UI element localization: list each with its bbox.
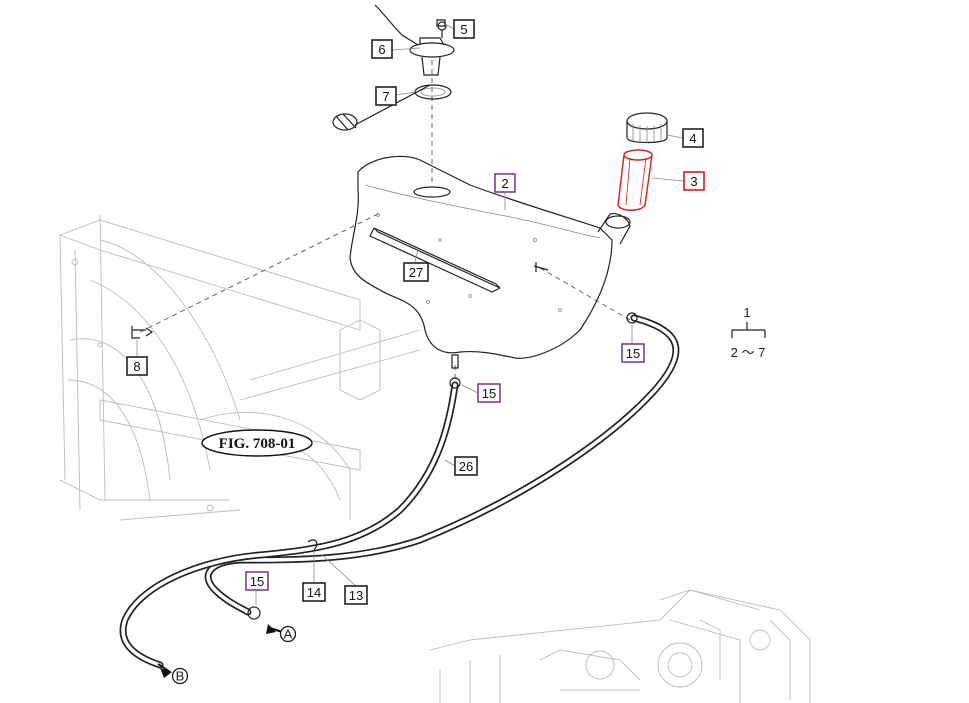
connector-b-label: B bbox=[176, 669, 185, 684]
svg-text:6: 6 bbox=[378, 42, 385, 57]
group-note: 1 2 ～ 7 bbox=[731, 305, 766, 360]
fuel-sender-unit bbox=[332, 4, 455, 131]
fuel-tank bbox=[349, 155, 631, 369]
connector-a: A bbox=[266, 624, 297, 643]
svg-text:4: 4 bbox=[689, 131, 696, 146]
svg-text:13: 13 bbox=[349, 588, 363, 603]
fuel-hoses bbox=[119, 312, 680, 669]
callout-6: 6 bbox=[371, 39, 393, 59]
svg-text:26: 26 bbox=[459, 459, 473, 474]
callout-26: 26 bbox=[454, 456, 478, 476]
callout-27: 27 bbox=[403, 262, 429, 282]
callout-14: 14 bbox=[302, 582, 326, 602]
svg-text:15: 15 bbox=[482, 386, 496, 401]
connector-b: B bbox=[157, 663, 189, 685]
svg-text:5: 5 bbox=[460, 22, 467, 37]
callout-13: 13 bbox=[344, 585, 368, 605]
mounting-bolt bbox=[131, 326, 154, 339]
svg-text:15: 15 bbox=[250, 574, 264, 589]
guide-lines bbox=[139, 60, 631, 380]
callout-2: 2 bbox=[494, 173, 516, 193]
svg-text:3: 3 bbox=[690, 174, 697, 189]
sender-screw bbox=[436, 19, 446, 27]
callout-15-outlet: 15 bbox=[621, 343, 645, 363]
callout-5: 5 bbox=[453, 19, 475, 39]
fuel-strainer bbox=[617, 149, 653, 211]
figure-label: FIG. 708-01 bbox=[201, 429, 313, 457]
group-note-number: 1 bbox=[743, 305, 750, 320]
chassis-frame bbox=[58, 214, 421, 521]
svg-text:8: 8 bbox=[133, 359, 140, 374]
svg-text:27: 27 bbox=[409, 265, 423, 280]
callout-8: 8 bbox=[126, 356, 148, 376]
svg-text:14: 14 bbox=[307, 585, 321, 600]
callout-4: 4 bbox=[682, 128, 704, 148]
callout-7: 7 bbox=[375, 86, 397, 106]
fuel-cap bbox=[626, 112, 668, 144]
figure-label-text: FIG. 708-01 bbox=[219, 436, 296, 452]
engine-assembly bbox=[429, 589, 811, 703]
group-note-range: 2 ～ 7 bbox=[731, 345, 766, 360]
svg-text:7: 7 bbox=[382, 89, 389, 104]
svg-text:15: 15 bbox=[626, 346, 640, 361]
callout-15-left: 15 bbox=[245, 571, 269, 591]
svg-text:2: 2 bbox=[501, 176, 508, 191]
callout-15-bottom: 15 bbox=[477, 383, 501, 403]
connector-a-label: A bbox=[284, 627, 293, 642]
leader-lines bbox=[136, 23, 685, 605]
callout-3: 3 bbox=[683, 171, 705, 191]
